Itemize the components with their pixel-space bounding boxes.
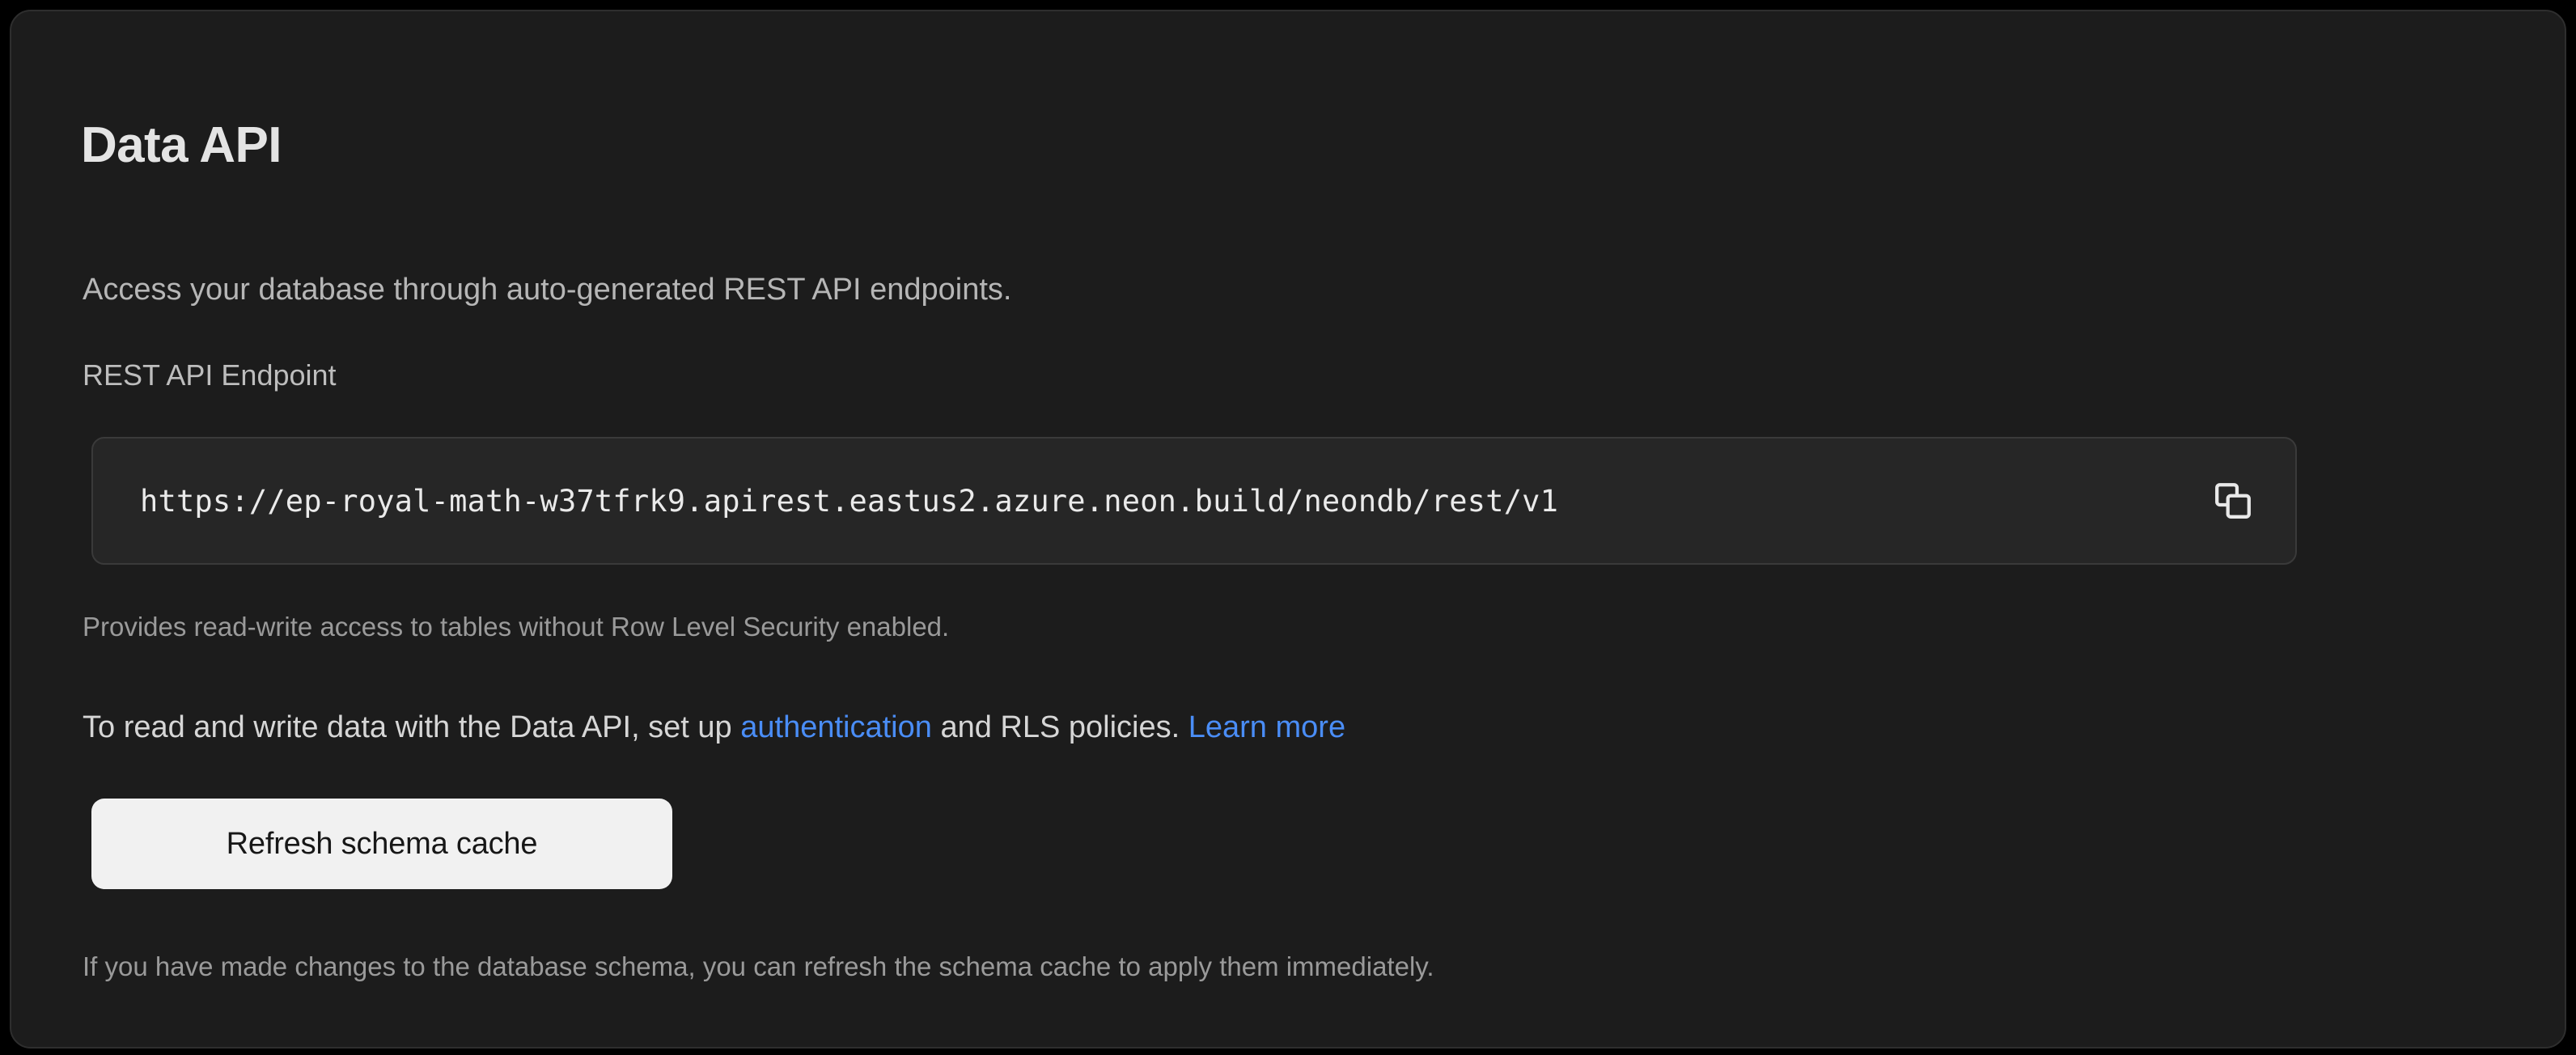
copy-icon xyxy=(2211,479,2255,523)
authentication-link[interactable]: authentication xyxy=(740,710,932,744)
card-subtitle: Access your database through auto-genera… xyxy=(83,273,1012,307)
endpoint-access-hint: Provides read-write access to tables wit… xyxy=(83,612,950,642)
rest-api-endpoint-label: REST API Endpoint xyxy=(83,358,337,392)
data-api-card: Data API Access your database through au… xyxy=(10,10,2566,1049)
page-title: Data API xyxy=(81,117,282,173)
refresh-schema-hint: If you have made changes to the database… xyxy=(83,951,1434,981)
refresh-schema-cache-button[interactable]: Refresh schema cache xyxy=(91,799,672,889)
setup-text-middle: and RLS policies. xyxy=(931,710,1188,744)
setup-instructions-paragraph: To read and write data with the Data API… xyxy=(83,708,1345,748)
rest-api-endpoint-value[interactable]: https://ep-royal-math-w37tfrk9.apirest.e… xyxy=(140,483,1559,519)
learn-more-link[interactable]: Learn more xyxy=(1188,710,1346,744)
setup-text-prefix: To read and write data with the Data API… xyxy=(83,710,741,744)
rest-api-endpoint-field[interactable]: https://ep-royal-math-w37tfrk9.apirest.e… xyxy=(91,437,2297,565)
copy-endpoint-button[interactable] xyxy=(2201,469,2265,532)
